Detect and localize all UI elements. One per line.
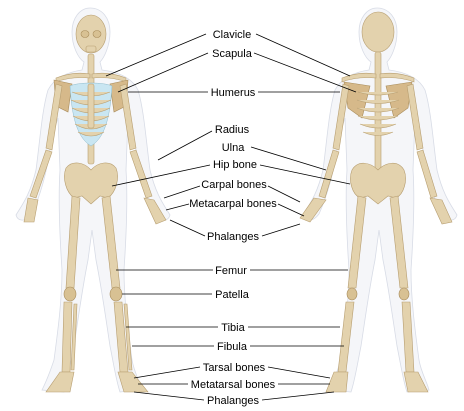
front-foot-left	[45, 371, 75, 393]
front-forearm-left	[29, 149, 53, 199]
front-tibia-left	[61, 301, 73, 373]
label-fibula: Fibula	[217, 341, 248, 353]
label-carpal-bones: Carpal bones	[201, 179, 267, 191]
back-skull	[361, 11, 395, 53]
front-femur-left	[65, 195, 81, 289]
front-pelvis	[64, 162, 118, 205]
front-rib-cage	[69, 82, 113, 147]
back-skeleton-figure	[299, 7, 458, 393]
label-femur: Femur	[215, 265, 247, 277]
front-humerus-left	[45, 83, 63, 151]
label-clavicle: Clavicle	[213, 29, 252, 41]
back-foot-left	[325, 371, 349, 393]
label-tibia: Tibia	[221, 322, 245, 334]
back-spine	[374, 51, 382, 175]
back-femur-left	[347, 195, 367, 289]
front-skeleton-figure	[15, 7, 171, 393]
back-hand-left	[299, 197, 327, 223]
label-humerus: Humerus	[211, 87, 256, 99]
front-patella-left	[63, 286, 77, 302]
label-metacarpal-bones: Metacarpal bones	[189, 198, 277, 210]
back-foot-right	[403, 371, 429, 393]
back-rib-cage	[356, 91, 400, 136]
bone-labels: Clavicle Scapula Humerus Radius Ulna Hip…	[189, 29, 277, 407]
label-ulna: Ulna	[222, 142, 246, 154]
leader-lines	[105, 33, 357, 401]
back-hand-right	[429, 197, 453, 225]
label-phalanges-foot: Phalanges	[207, 395, 259, 407]
label-phalanges-hand: Phalanges	[207, 231, 259, 243]
label-patella: Patella	[215, 289, 250, 301]
label-radius: Radius	[215, 124, 250, 136]
back-pelvis	[350, 162, 406, 205]
front-hand-right	[143, 197, 167, 225]
label-metatarsal-bones: Metatarsal bones	[191, 379, 276, 391]
front-hand-left	[23, 197, 39, 223]
front-foot-right	[117, 371, 149, 393]
label-scapula: Scapula	[212, 48, 253, 60]
front-skull	[75, 14, 107, 54]
label-tarsal-bones: Tarsal bones	[203, 362, 266, 374]
label-hip-bone: Hip bone	[213, 159, 257, 171]
